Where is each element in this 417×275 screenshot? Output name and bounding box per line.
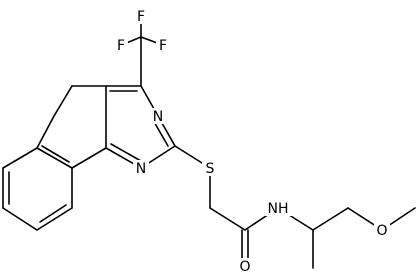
bond-ch2-c-amide bbox=[209, 207, 246, 231]
bond-c6a-c10a-double bbox=[41, 145, 70, 163]
bond-ch-ch2 bbox=[312, 207, 349, 231]
atom-label-layer: F F F N N S NH O O bbox=[114, 8, 390, 275]
bond-n3-c2-double bbox=[152, 119, 169, 147]
bond-c6-c6a bbox=[36, 115, 55, 149]
bond-c10a-c10b bbox=[71, 147, 107, 169]
bond-c10-c9-double bbox=[39, 204, 67, 223]
atom-o-carbonyl: O bbox=[239, 259, 250, 275]
atom-o-ether: O bbox=[376, 223, 387, 239]
bond-c10-c9 bbox=[36, 207, 73, 231]
atom-n-upper: N bbox=[153, 109, 163, 125]
atom-f-right: F bbox=[159, 38, 167, 54]
atom-nh: NH bbox=[268, 201, 289, 217]
bond-n1-c10b-double bbox=[110, 143, 142, 162]
atom-n-lower: N bbox=[136, 161, 146, 177]
bond-c5-c6 bbox=[53, 85, 73, 117]
bond-c9-c8 bbox=[2, 207, 38, 231]
atom-s: S bbox=[206, 161, 215, 177]
bond-layer bbox=[2, 18, 416, 269]
atom-f-left: F bbox=[117, 38, 125, 54]
bond-c6a-c10a bbox=[36, 147, 73, 169]
bond-c7-c6a bbox=[2, 147, 38, 169]
atom-f-top: F bbox=[137, 9, 145, 25]
